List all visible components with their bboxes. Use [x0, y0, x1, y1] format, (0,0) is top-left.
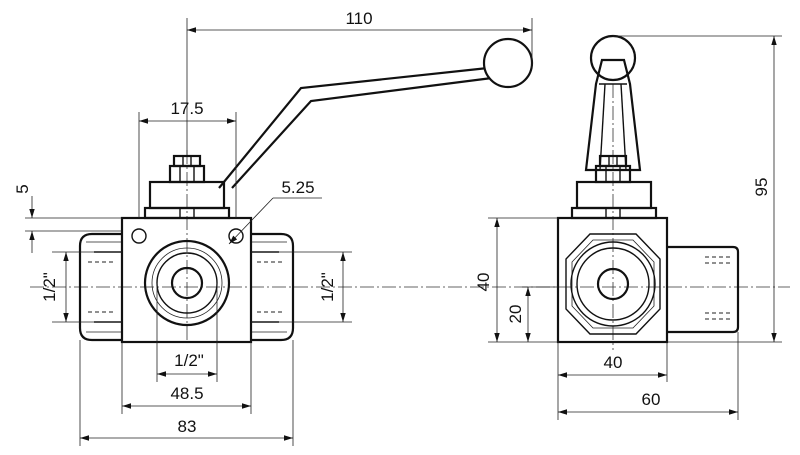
side-view: [556, 34, 740, 350]
dim-side-overall-width: 60: [642, 390, 661, 409]
dim-handle-reach: 110: [345, 9, 372, 28]
dim-overall-width: 83: [178, 417, 197, 436]
front-body: [120, 216, 253, 344]
side-handle-lever: [584, 58, 642, 172]
front-port-outer: [143, 239, 231, 327]
hex-fitting: [565, 233, 661, 335]
mounting-hole-left: [131, 228, 147, 244]
side-stem-washer: [594, 164, 632, 184]
dim-stem-width: 17.5: [170, 99, 203, 118]
right-port: [251, 232, 295, 342]
dim-port-right: 1/2": [318, 272, 337, 302]
stem-washer: [168, 164, 206, 184]
dim-body-width: 48.5: [170, 384, 203, 403]
front-dimensions: 110 17.5 5 5.25 1/2" 1/2" 1/2": [13, 9, 533, 446]
front-view: [30, 37, 790, 344]
side-stem-block: [575, 180, 653, 210]
handle-lever-upper: [218, 66, 489, 189]
handle-knob: [482, 37, 534, 89]
side-dimensions: 40 20 40 60 95: [474, 35, 782, 420]
front-port-bore: [170, 266, 204, 300]
side-port: [667, 245, 740, 334]
dim-side-body-width: 40: [604, 353, 623, 372]
left-port: [78, 232, 122, 342]
dim-side-height: 40: [474, 273, 493, 292]
dim-port-left: 1/2": [40, 272, 59, 302]
side-top-plate: [570, 206, 658, 220]
dim-axis-height: 20: [506, 305, 525, 324]
side-port-bore: [596, 267, 630, 301]
dim-total-height: 95: [752, 178, 771, 197]
dim-port-front: 1/2": [174, 351, 204, 370]
side-body: [556, 216, 669, 344]
dim-top-offset: 5: [13, 184, 32, 193]
dim-hole-diameter: 5.25: [281, 178, 314, 197]
handle-lever-lower: [231, 76, 493, 189]
